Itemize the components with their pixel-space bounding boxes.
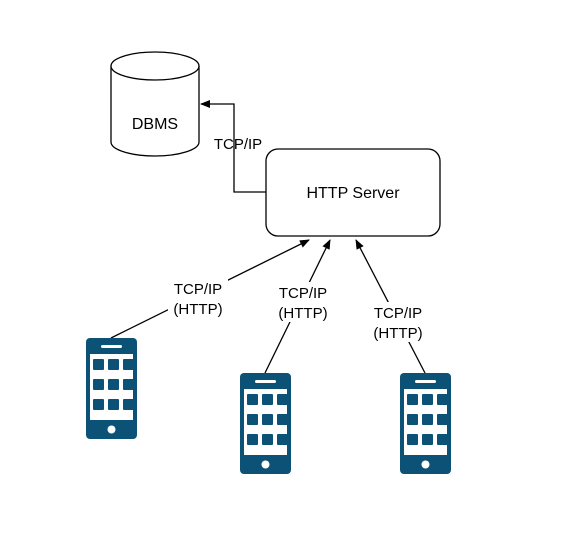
- dbms-node: DBMS: [110, 51, 200, 157]
- app-tile: [407, 434, 418, 445]
- smartphone-icon: [400, 373, 451, 474]
- app-tile: [277, 434, 288, 445]
- app-tile: [277, 394, 288, 405]
- app-tile: [247, 434, 258, 445]
- edge-label-client-2-line2: (HTTP): [278, 305, 327, 322]
- app-tile: [422, 434, 433, 445]
- app-tile: [247, 394, 258, 405]
- phone-home-button: [421, 460, 430, 469]
- phone-speaker: [255, 380, 276, 383]
- edge-label-client-1-line1: TCP/IP: [174, 281, 222, 298]
- app-tile: [108, 399, 119, 410]
- app-tile: [93, 399, 104, 410]
- app-tile: [407, 394, 418, 405]
- edge-label-client-3-line1: TCP/IP: [374, 305, 422, 322]
- phone-home-button: [107, 425, 116, 434]
- phone-speaker: [415, 380, 436, 383]
- app-tile: [123, 399, 134, 410]
- app-tile: [437, 434, 448, 445]
- edge-label-client-3-line2: (HTTP): [373, 325, 422, 342]
- app-tile: [108, 379, 119, 390]
- smartphone-icon: [86, 338, 137, 439]
- app-tile: [247, 414, 258, 425]
- app-tile: [123, 379, 134, 390]
- app-tile: [262, 394, 273, 405]
- edge-label-server-dbms: TCP/IP: [214, 136, 262, 153]
- edge-label-client-1-line2: (HTTP): [173, 301, 222, 318]
- app-tile: [407, 414, 418, 425]
- app-tile: [437, 394, 448, 405]
- edge-client-3: TCP/IP (HTTP): [355, 239, 428, 374]
- edge-server-to-dbms: TCP/IP: [200, 100, 266, 193]
- dbms-label: DBMS: [132, 116, 178, 133]
- app-tile: [262, 414, 273, 425]
- app-tile: [108, 359, 119, 370]
- app-tile: [123, 359, 134, 370]
- edge-label-client-2-line1: TCP/IP: [279, 285, 327, 302]
- app-tile: [262, 434, 273, 445]
- edge-client-2: TCP/IP (HTTP): [264, 239, 333, 374]
- phone-home-button: [261, 460, 270, 469]
- app-tile: [422, 414, 433, 425]
- app-tile: [437, 414, 448, 425]
- app-tile: [422, 394, 433, 405]
- phone-speaker: [101, 345, 122, 348]
- app-tile: [277, 414, 288, 425]
- smartphone-icon: [240, 373, 291, 474]
- app-tile: [93, 379, 104, 390]
- http-server-node: HTTP Server: [265, 148, 441, 237]
- http-server-label: HTTP Server: [306, 185, 400, 202]
- edge-client-1: TCP/IP (HTTP): [110, 239, 310, 339]
- app-tile: [93, 359, 104, 370]
